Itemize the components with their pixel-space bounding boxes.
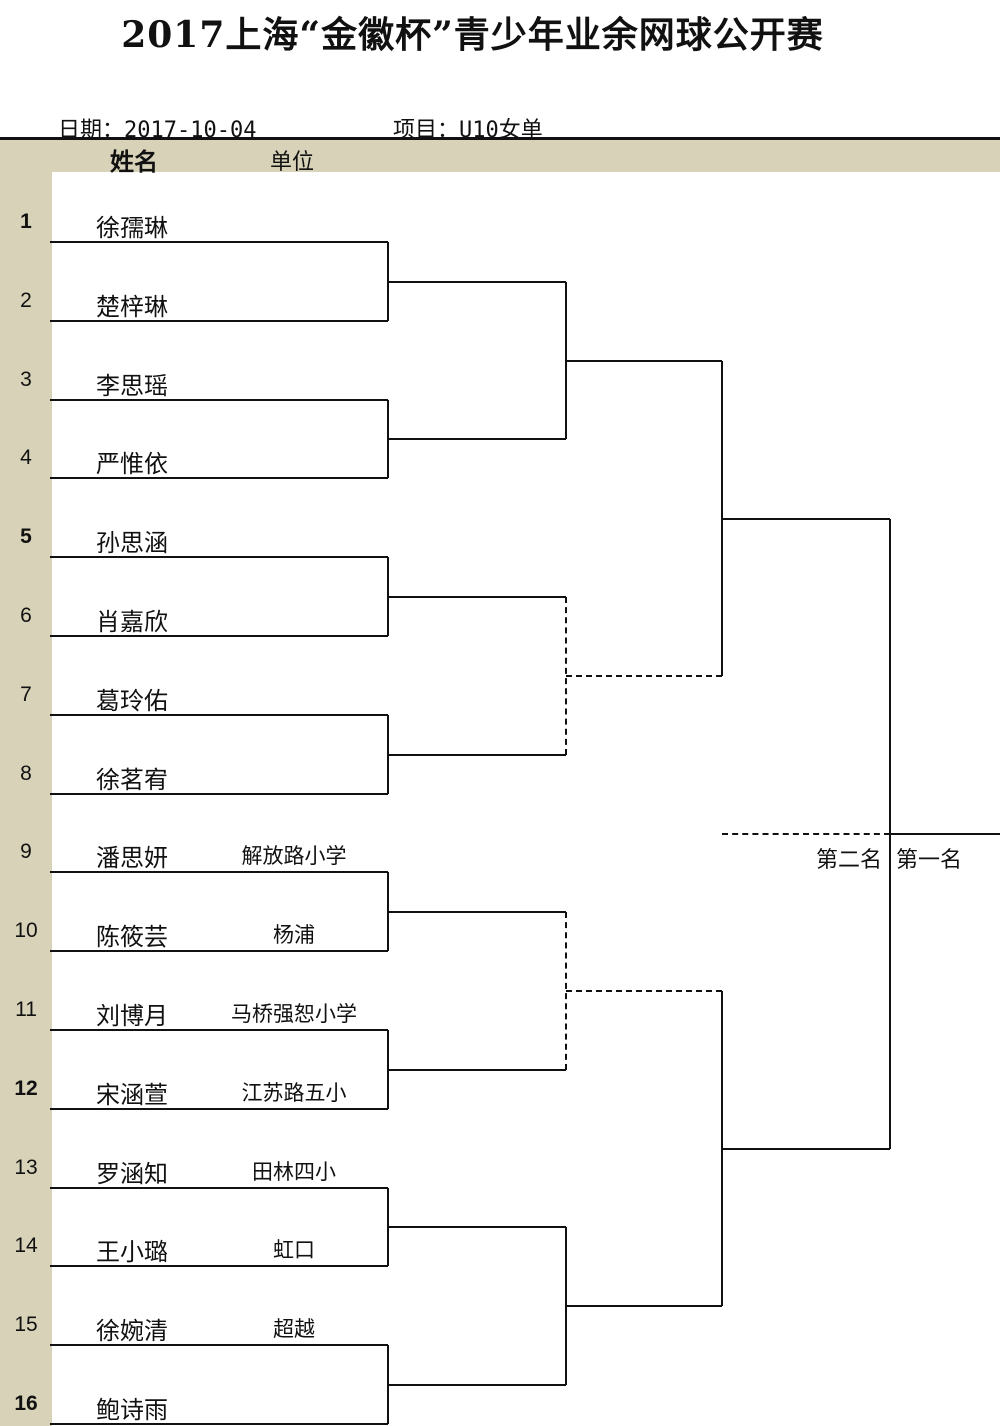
player-club: 田林四小 (252, 1159, 336, 1184)
name-column-header: 姓名 (110, 148, 158, 176)
player-name: 徐婉清 (96, 1317, 168, 1346)
seed-number: 14 (14, 1234, 38, 1258)
seed-number: 6 (20, 604, 32, 627)
seed-number: 4 (20, 446, 32, 470)
player-name: 刘博月 (96, 1002, 168, 1030)
player-club: 杨浦 (273, 923, 315, 948)
player-name: 鲍诗雨 (96, 1396, 168, 1424)
player-club: 解放路小学 (241, 844, 347, 869)
player-name: 徐茗宥 (96, 765, 168, 794)
first-place-label: 第一名 (896, 848, 963, 873)
player-line (50, 714, 388, 716)
seed-number: 12 (14, 1076, 38, 1100)
player-line (50, 793, 388, 795)
player-line (50, 1344, 388, 1346)
header-band (0, 140, 1000, 172)
player-club: 马桥强恕小学 (231, 1002, 357, 1026)
seed-number: 5 (20, 525, 32, 549)
player-line (50, 320, 388, 322)
player-name: 葛玲佑 (96, 686, 168, 715)
player-name: 徐孺琳 (96, 214, 168, 242)
player-name: 孙思涵 (96, 529, 168, 558)
runner-up-line (722, 833, 890, 835)
player-line (50, 950, 388, 952)
seed-number: 9 (20, 840, 32, 864)
player-line (50, 635, 388, 637)
seed-number: 16 (14, 1392, 38, 1415)
round1-winner-line (388, 1384, 566, 1386)
seed-column (0, 140, 52, 1426)
seed-number: 8 (20, 761, 32, 785)
club-column-header: 单位 (270, 150, 315, 175)
round2-winner-line (566, 1305, 722, 1307)
second-place-label: 第二名 (816, 848, 883, 873)
player-line (50, 871, 388, 873)
round1-winner-line (388, 1226, 566, 1228)
player-line (50, 1108, 388, 1110)
player-line (50, 1187, 388, 1189)
round2-winner-line (566, 675, 722, 677)
player-line (50, 556, 388, 558)
player-line (50, 241, 388, 243)
semifinal-winner-line (722, 1148, 890, 1150)
champion-line (890, 833, 1000, 835)
round1-winner-line (388, 281, 566, 283)
seed-number: 13 (14, 1155, 38, 1179)
player-name: 陈筱芸 (96, 923, 168, 952)
player-club: 虹口 (273, 1238, 315, 1263)
round1-winner-line (388, 1069, 566, 1071)
player-club: 超越 (273, 1317, 315, 1342)
player-name: 宋涵萱 (96, 1080, 168, 1109)
player-name: 李思瑶 (96, 371, 168, 400)
player-name: 严惟依 (96, 450, 168, 479)
player-line (50, 399, 388, 401)
player-name: 楚梓琳 (96, 292, 168, 321)
seed-number: 3 (20, 367, 32, 391)
round1-winner-line (388, 438, 566, 440)
round2-winner-line (566, 990, 722, 992)
player-name: 王小璐 (96, 1238, 168, 1267)
seed-number: 7 (20, 682, 32, 706)
player-line (50, 1423, 388, 1425)
player-line (50, 1029, 388, 1031)
player-line (50, 477, 388, 479)
seed-number: 11 (15, 998, 37, 1021)
player-name: 肖嘉欣 (96, 608, 168, 636)
player-line (50, 1265, 388, 1267)
round2-winner-line (566, 360, 722, 362)
semifinal-winner-line (722, 518, 890, 520)
header-divider (0, 137, 1000, 140)
page-title: 2017上海“金徽杯”青少年业余网球公开赛 (121, 14, 824, 56)
round1-winner-line (388, 754, 566, 756)
seed-number: 15 (14, 1313, 38, 1337)
seed-number: 1 (20, 210, 32, 233)
seed-number: 2 (20, 288, 32, 312)
seed-number: 10 (14, 919, 38, 943)
player-club: 江苏路五小 (241, 1080, 347, 1105)
round1-winner-line (388, 596, 566, 598)
player-name: 罗涵知 (96, 1159, 168, 1188)
round1-winner-line (388, 911, 566, 913)
player-name: 潘思妍 (96, 844, 168, 873)
